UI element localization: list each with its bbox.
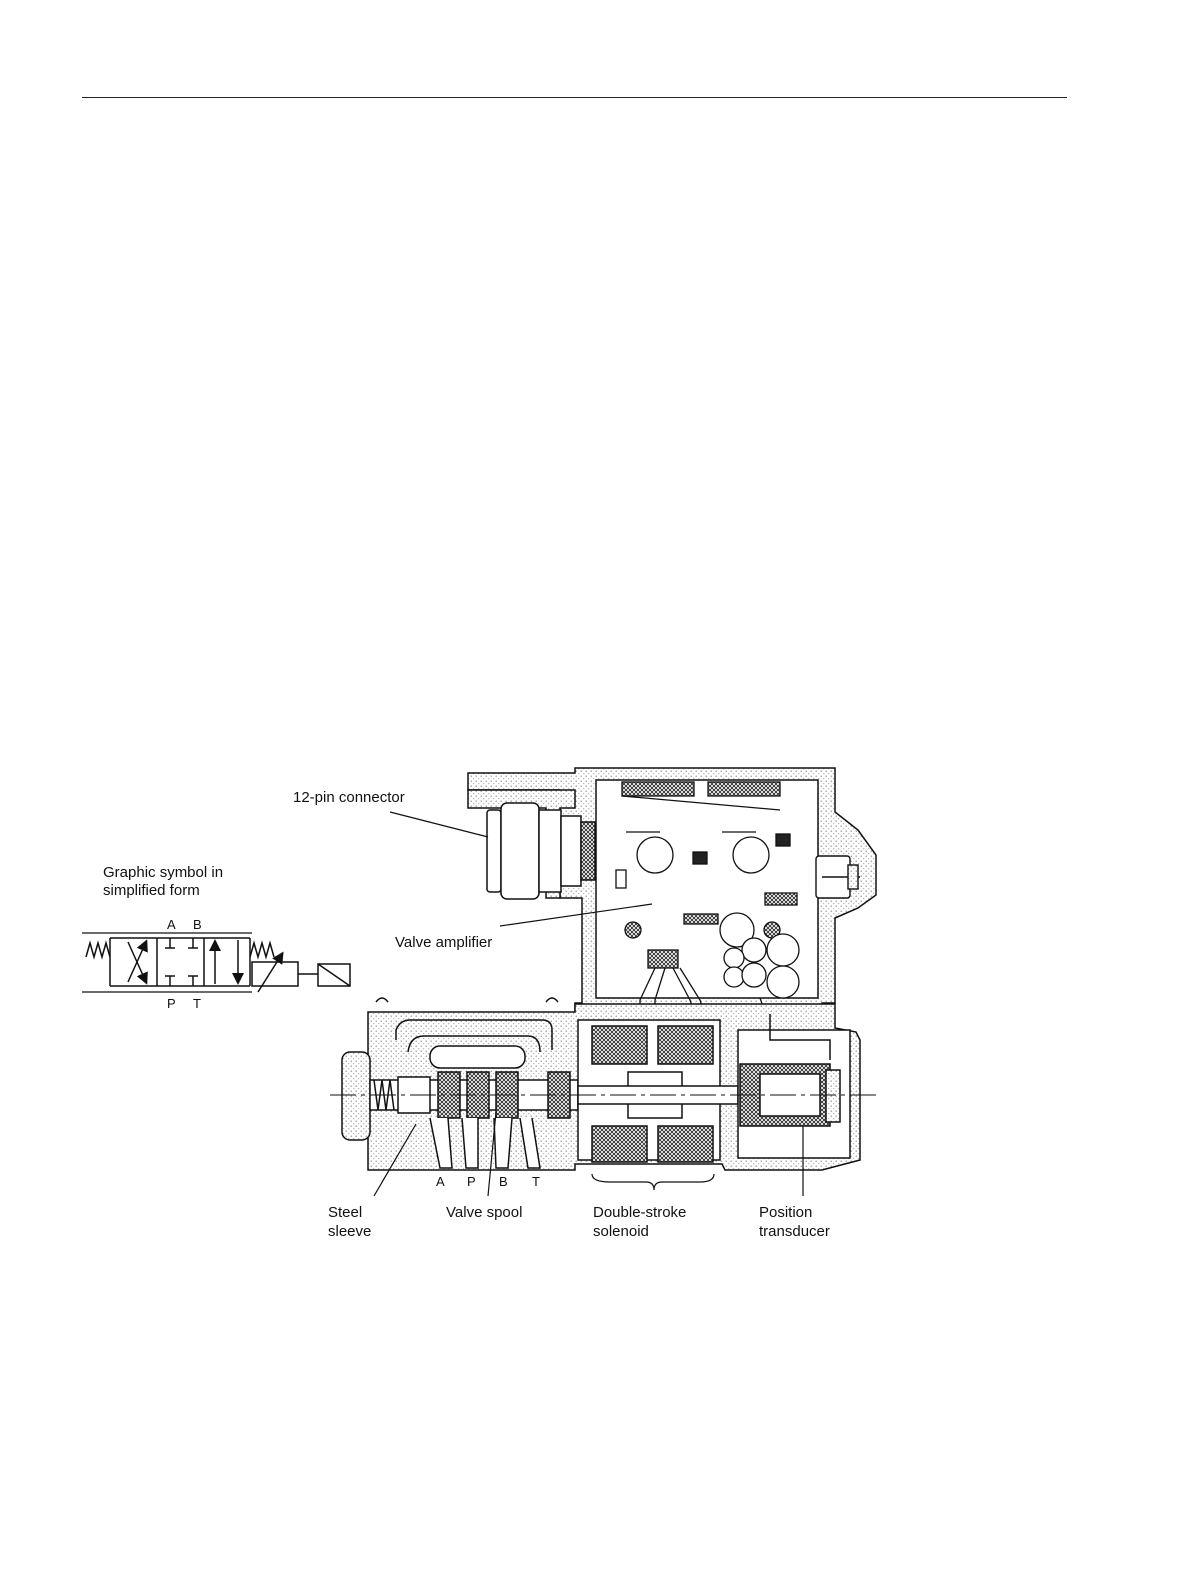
solenoid-brace: [592, 1174, 714, 1190]
left-spring-icon: [86, 943, 110, 957]
graphic-symbol: [82, 933, 350, 992]
valve-body: [342, 998, 860, 1170]
connector: [487, 803, 595, 899]
right-spring-icon: [250, 943, 274, 957]
